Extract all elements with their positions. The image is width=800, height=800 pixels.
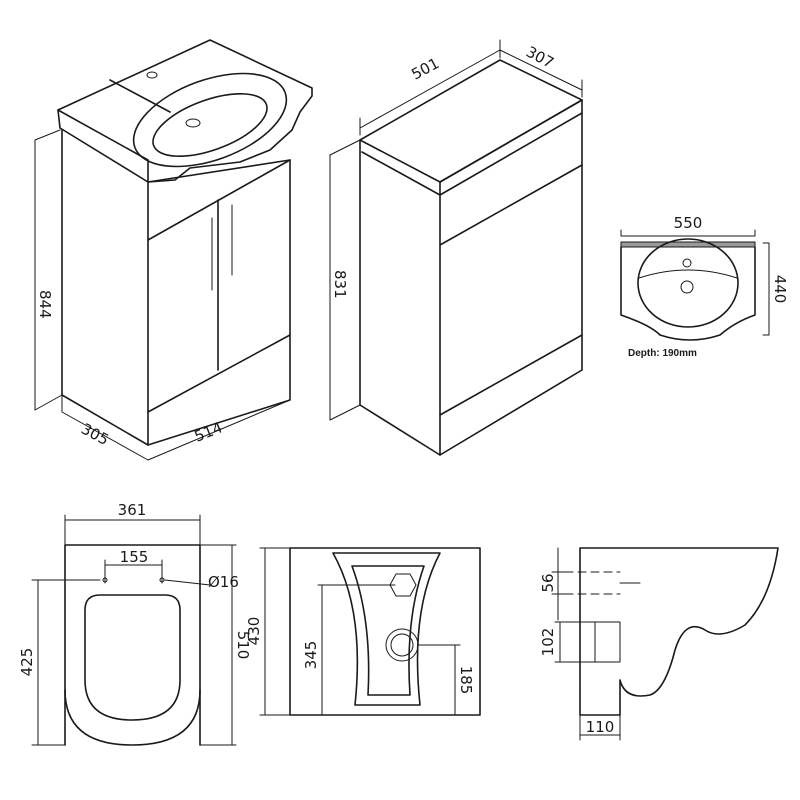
upper-pipe-label: 56 [539,573,557,592]
hole-spacing-label: 155 [120,548,149,566]
toilet-top-view: 361 155 Ø16 425 510 [18,501,252,746]
hole-diameter-label: Ø16 [208,573,239,591]
wc-depth-label: 307 [523,43,557,72]
lower-pipe-label: 102 [539,628,557,657]
toilet-width-label: 361 [118,501,147,519]
vanity-depth-label: 305 [78,420,112,449]
toilet-length-label: 510 [234,631,252,660]
vanity-height-label: 844 [36,290,54,319]
toilet-side-view: 56 102 110 [539,547,779,741]
wc-unit-drawing: 501 307 831 [329,39,583,456]
outlet-offset-label: 110 [586,718,615,736]
front-height-label: 430 [245,617,263,646]
hole-to-front-label: 425 [18,648,36,677]
wc-width-label: 501 [408,54,442,83]
basin-depth-note: Depth: 190mm [628,348,697,359]
upper-outlet-label: 345 [302,641,320,670]
basin-width-label: 550 [674,214,703,232]
basin-length-label: 440 [771,275,789,304]
vanity-unit-drawing: 844 305 514 [34,39,313,461]
toilet-front-view: 430 345 185 [245,547,481,716]
wc-height-label: 831 [331,270,349,299]
lower-outlet-label: 185 [457,666,475,695]
basin-drawing: 550 440 Depth: 190mm [620,214,789,359]
